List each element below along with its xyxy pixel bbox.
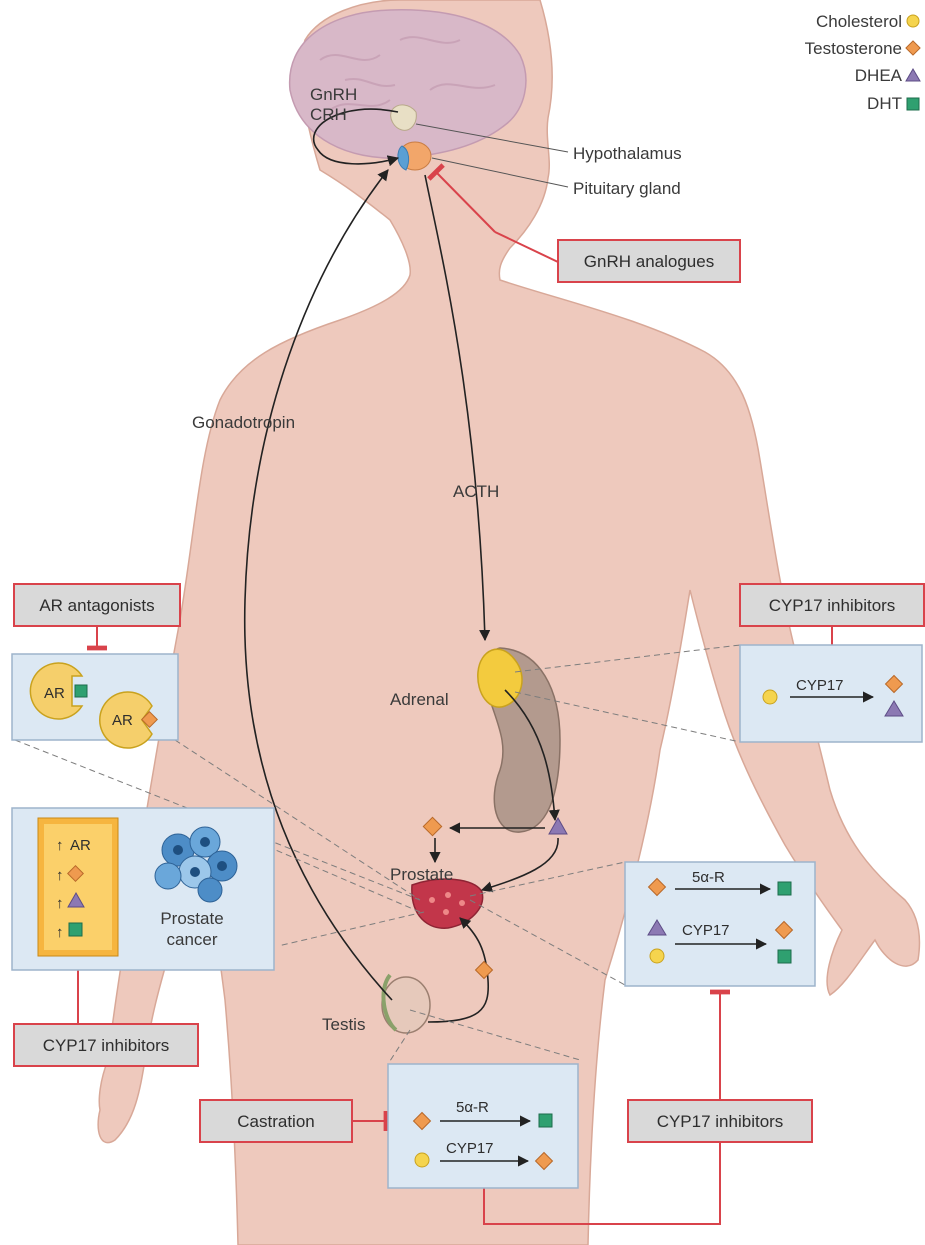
up-arrow-testosterone: ↑ [56, 867, 64, 884]
prostate-5ar-label: 5α-R [692, 869, 725, 886]
cyp17-bottom-label: CYP17 inhibitors [657, 1112, 784, 1131]
up-arrow-dht: ↑ [56, 924, 64, 941]
up-arrow-ar: ↑ [56, 837, 64, 854]
up-ar-label: AR [70, 837, 91, 854]
dht-icon [539, 1114, 552, 1127]
testis-panel: 5α-R CYP17 [388, 1064, 578, 1188]
dhea-icon [906, 69, 920, 81]
prostate-label: Prostate [390, 865, 453, 884]
ar-panel: AR AR [12, 654, 178, 748]
legend-testosterone-label: Testosterone [805, 39, 902, 58]
prostate-detail [443, 909, 449, 915]
gnrh-analogues-label: GnRH analogues [584, 252, 714, 271]
prostate-detail [459, 900, 465, 906]
up-arrow-dhea: ↑ [56, 895, 64, 912]
cholesterol-icon [415, 1153, 429, 1167]
hypothalamus-label: Hypothalamus [573, 144, 682, 163]
gonadotropin-label: Gonadotropin [192, 413, 295, 432]
testis-label: Testis [322, 1015, 365, 1034]
ar-receptor-1-label: AR [44, 685, 65, 702]
cholesterol-icon [763, 690, 777, 704]
adrenal-panel: CYP17 [740, 645, 922, 742]
testis-5ar-label: 5α-R [456, 1099, 489, 1116]
acth-label: ACTH [453, 482, 499, 501]
cyp17-left-label: CYP17 inhibitors [43, 1036, 170, 1055]
cyp17-adrenal-label: CYP17 inhibitors [769, 596, 896, 615]
cholesterol-icon [907, 15, 919, 27]
crh-label: CRH [310, 105, 347, 124]
ar-antagonists-label: AR antagonists [39, 596, 154, 615]
legend-dht-label: DHT [867, 94, 902, 113]
ar-receptor-2-label: AR [112, 712, 133, 729]
castration-label: Castration [237, 1112, 314, 1131]
legend-dhea-label: DHEA [855, 66, 903, 85]
prostate-panel: 5α-R CYP17 [625, 862, 815, 986]
cholesterol-icon [650, 949, 664, 963]
legend: Cholesterol Testosterone DHEA DHT [805, 12, 920, 113]
pituitary-label: Pituitary gland [573, 179, 681, 198]
dht-icon [907, 98, 919, 110]
prostate-cyp17-label: CYP17 [682, 922, 730, 939]
legend-cholesterol-label: Cholesterol [816, 12, 902, 31]
cancer-label-line2: cancer [166, 930, 217, 949]
testosterone-icon [906, 41, 920, 55]
dht-icon [778, 950, 791, 963]
cancer-label-line1: Prostate [160, 909, 223, 928]
dht-icon [75, 685, 87, 697]
prostate-detail [429, 897, 435, 903]
gnrh-label: GnRH [310, 85, 357, 104]
testis-cyp17-label: CYP17 [446, 1140, 494, 1157]
cancer-panel: ↑ AR ↑ ↑ ↑ Prostate cancer [12, 808, 274, 970]
adrenal-label: Adrenal [390, 690, 449, 709]
adrenal-cyp17-label: CYP17 [796, 677, 844, 694]
prostate-detail [445, 892, 451, 898]
dht-icon [778, 882, 791, 895]
dht-icon [69, 923, 82, 936]
